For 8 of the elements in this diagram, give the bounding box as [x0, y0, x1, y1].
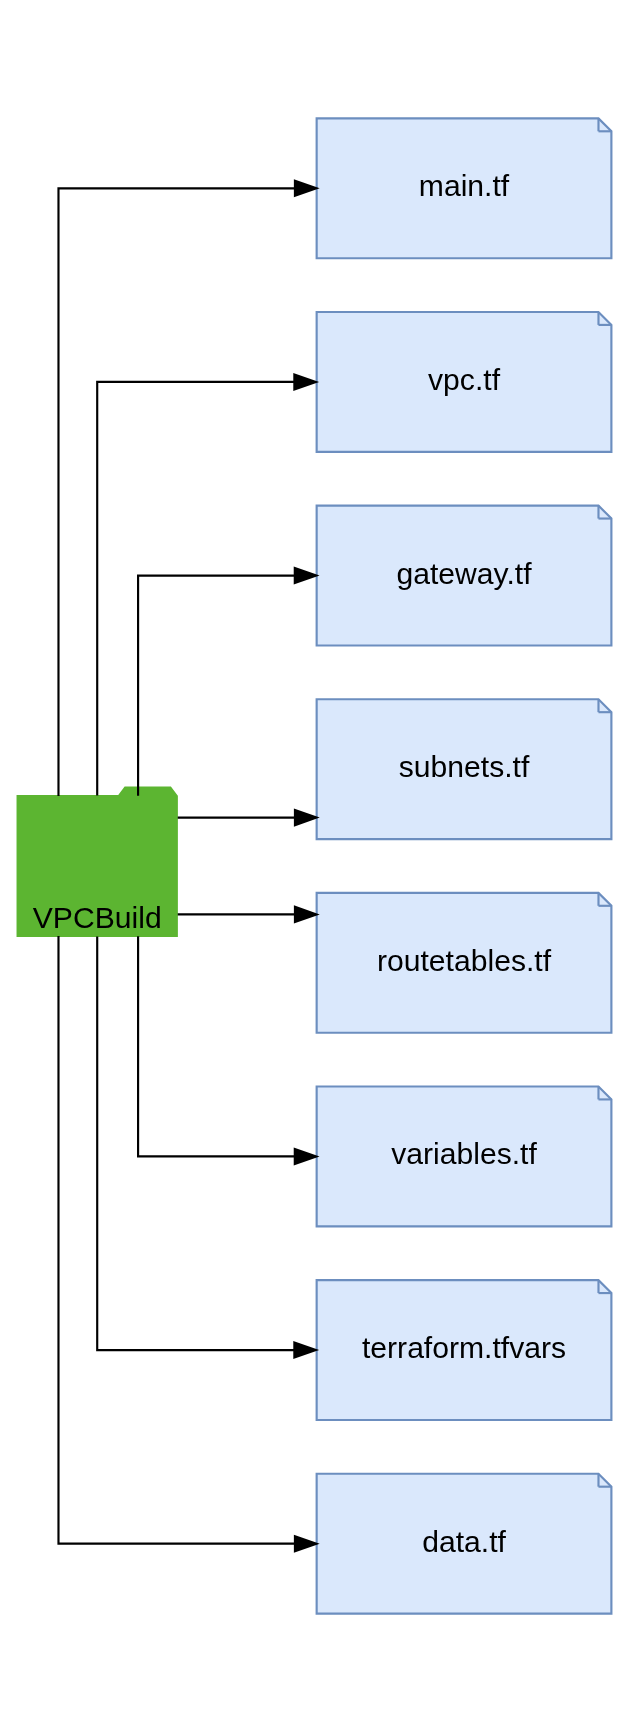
arrow: [177, 808, 320, 827]
arrow: [56, 935, 320, 1553]
arrow: [136, 566, 320, 796]
arrow: [56, 179, 320, 797]
arrow: [177, 905, 320, 924]
arrow: [95, 372, 319, 796]
arrow: [136, 936, 320, 1166]
arrow: [95, 936, 319, 1360]
